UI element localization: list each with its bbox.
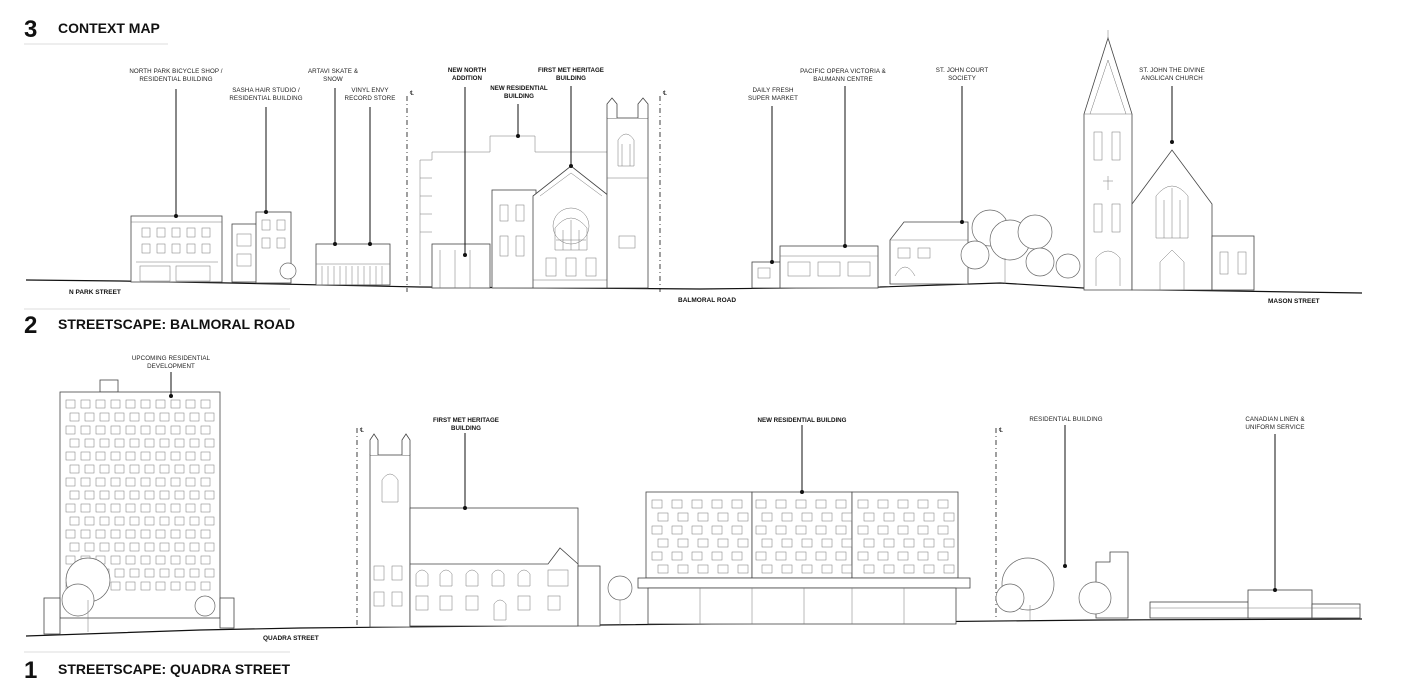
- street-quadra: QUADRA STREET: [263, 635, 319, 642]
- canadian-linen-building: [1149, 589, 1361, 619]
- svg-text:NORTH PARK BICYCLE SHOP /RESID: NORTH PARK BICYCLE SHOP /RESIDENTIAL BUI…: [129, 68, 222, 83]
- label-st-john-divine: ST. JOHN THE DIVINE: [1139, 67, 1205, 74]
- balmoral-annotations: NORTH PARK BICYCLE SHOP /RESIDENTIAL BUI…: [69, 67, 1320, 305]
- svg-text:PACIFIC OPERA VICTORIA &BAUMAN: PACIFIC OPERA VICTORIA &BAUMANN CENTRE: [800, 68, 886, 83]
- balmoral-elevation: ℄: [25, 30, 1363, 305]
- first-met-heritage-church: [491, 97, 649, 289]
- st-john-divine-church: [1083, 30, 1255, 291]
- label-first-met: FIRST MET HERITAGE: [538, 67, 604, 74]
- street-balmoral: BALMORAL ROAD: [678, 297, 736, 304]
- label-sasha: SASHA HAIR STUDIO /: [232, 87, 300, 94]
- svg-text:SASHA HAIR STUDIO /RESIDENTIAL: SASHA HAIR STUDIO /RESIDENTIAL BUILDING: [229, 87, 302, 102]
- street-mason: MASON STREET: [1268, 298, 1320, 305]
- label-daily-fresh: DAILY FRESH: [752, 87, 793, 94]
- label-pacific-opera: PACIFIC OPERA VICTORIA &: [800, 68, 886, 75]
- section-header-quadra: 1 STREETSCAPE: QUADRA STREET: [24, 651, 291, 684]
- label-residential-quadra: RESIDENTIAL BUILDING: [1029, 416, 1102, 423]
- label-new-residential-quadra: NEW RESIDENTIAL BUILDING: [758, 417, 847, 424]
- st-john-court-building: [889, 209, 1081, 285]
- tower-window-grid: [65, 399, 215, 591]
- north-park-building: [130, 215, 223, 283]
- label-vinyl: VINYL ENVY: [351, 87, 388, 94]
- section-title: CONTEXT MAP: [58, 20, 160, 36]
- label-north-park: NORTH PARK BICYCLE SHOP /: [129, 68, 222, 75]
- new-residential-window-grid: [651, 499, 955, 574]
- new-north-addition: [431, 243, 491, 289]
- new-residential-building: [637, 491, 971, 625]
- artavi-vinyl-building: [315, 243, 391, 286]
- svg-text:CANADIAN LINEN &UNIFORM SERVIC: CANADIAN LINEN &UNIFORM SERVICE: [1245, 416, 1305, 431]
- svg-text:ARTAVI SKATE &SNOW: ARTAVI SKATE &SNOW: [308, 68, 359, 83]
- label-first-met-quadra: FIRST MET HERITAGE: [433, 417, 499, 424]
- upcoming-residential-tower: [43, 379, 235, 635]
- label-canadian-linen: CANADIAN LINEN &: [1245, 416, 1305, 423]
- property-line-mark: ℄: [409, 90, 414, 97]
- property-line-mark: ℄: [662, 90, 667, 97]
- new-residential-outline: [419, 135, 607, 285]
- label-st-john-court: ST. JOHN COURT: [936, 67, 989, 74]
- quadra-elevation: ℄: [25, 355, 1363, 642]
- label-new-north: NEW NORTH: [448, 67, 487, 74]
- residential-building-quadra: [995, 551, 1129, 620]
- pacific-opera-building: [779, 245, 879, 289]
- sasha-building: [231, 211, 297, 284]
- label-upcoming: UPCOMING RESIDENTIAL: [132, 355, 211, 362]
- section-title: STREETSCAPE: BALMORAL ROAD: [58, 316, 295, 332]
- property-line-mark: ℄: [359, 427, 364, 434]
- section-header-balmoral: 2 STREETSCAPE: BALMORAL ROAD: [24, 308, 295, 339]
- street-n-park: N PARK STREET: [69, 289, 121, 296]
- label-artavi: ARTAVI SKATE &: [308, 68, 359, 75]
- section-number: 1: [24, 657, 37, 684]
- section-number: 2: [24, 312, 37, 339]
- label-new-residential: NEW RESIDENTIAL: [490, 85, 548, 92]
- section-number: 3: [24, 16, 37, 43]
- property-line-mark: ℄: [998, 427, 1003, 434]
- first-met-side-elevation: [369, 433, 633, 628]
- section-header-context-map: 3 CONTEXT MAP: [24, 16, 168, 45]
- section-title: STREETSCAPE: QUADRA STREET: [58, 661, 291, 677]
